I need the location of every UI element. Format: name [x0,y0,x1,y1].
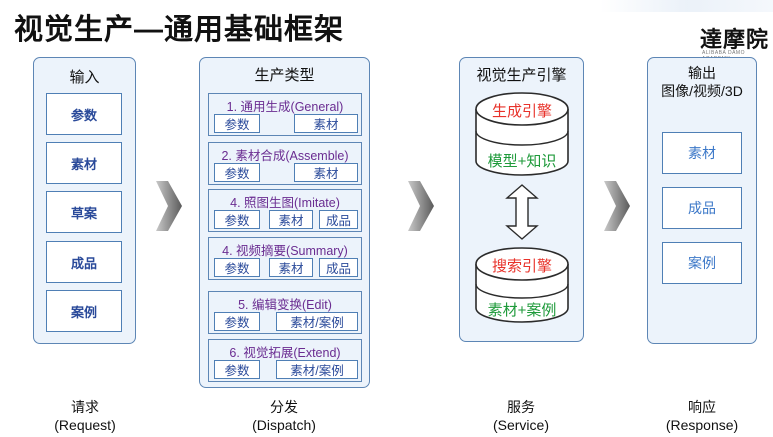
chip-material-case: 素材/案例 [276,312,358,331]
input-column: 输入 参数 素材 草案 成品 案例 [33,57,136,344]
group-label: 2. 素材合成(Assemble) [221,149,349,163]
bidirectional-arrow [505,184,539,240]
production-type-imitate: 4. 照图生图(Imitate) 参数 素材 成品 [208,189,362,232]
chip-params: 参数 [214,163,260,182]
material-case-label: 素材+案例 [487,302,557,319]
input-item-case: 案例 [46,290,122,332]
dispatch-footer: 分发 (Dispatch) [234,398,334,434]
group-label: 5. 编辑变换(Edit) [238,298,332,312]
output-item-case: 案例 [662,242,742,284]
chip-material: 素材 [294,114,358,133]
search-engine-label: 搜索引擎 [491,258,552,275]
input-item-params: 参数 [46,93,122,135]
production-type-edit: 5. 编辑变换(Edit) 参数 素材/案例 [208,291,362,334]
header-decoration [600,0,773,12]
generation-engine-label: 生成引擎 [491,103,552,120]
chip-params: 参数 [214,360,260,379]
response-footer: 响应 (Response) [650,398,754,434]
service-label-en: (Service) [492,417,549,433]
production-type-summary: 4. 视频摘要(Summary) 参数 素材 成品 [208,237,362,280]
dispatch-column: 生产类型 1. 通用生成(General) 参数 素材 2. 素材合成(Asse… [199,57,370,388]
input-column-title: 输入 [69,69,100,86]
input-item-product: 成品 [46,241,122,283]
damo-logo: 達摩院 [700,27,770,53]
chip-material: 素材 [269,258,313,277]
response-label: 响应 [688,399,716,415]
request-footer: 请求 (Request) [35,398,135,434]
output-item-product: 成品 [662,187,742,229]
model-knowledge-label: 模型+知识 [487,153,557,170]
search-engine-cylinder [475,247,569,323]
flow-arrow-1 [156,181,182,231]
service-footer: 服务 (Service) [471,398,571,434]
chip-params: 参数 [214,312,260,331]
output-column-title: 输出 [688,65,716,81]
output-column: 输出 图像/视频/3D 素材 成品 案例 [647,57,757,344]
dispatch-label: 分发 [270,399,298,415]
generation-engine-cylinder [475,92,569,176]
response-label-en: (Response) [665,417,739,433]
chip-product: 成品 [319,210,358,229]
dispatch-label-en: (Dispatch) [252,417,316,433]
flow-arrow-2 [408,181,434,231]
group-label: 4. 照图生图(Imitate) [230,196,340,210]
input-item-material: 素材 [46,142,122,184]
page-title: 视觉生产—通用基础框架 [14,14,345,46]
service-column-title: 视觉生产引擎 [476,67,567,84]
request-label-en: (Request) [54,417,116,433]
chip-params: 参数 [214,114,260,133]
production-type-extend: 6. 视觉拓展(Extend) 参数 素材/案例 [208,339,362,382]
output-item-material: 素材 [662,132,742,174]
flow-arrow-3 [604,181,630,231]
service-label: 服务 [507,399,535,415]
chip-material: 素材 [294,163,358,182]
group-label: 1. 通用生成(General) [226,100,344,114]
request-label: 请求 [71,399,99,415]
chip-product: 成品 [319,258,358,277]
production-type-general: 1. 通用生成(General) 参数 素材 [208,93,362,136]
dispatch-column-title: 生产类型 [254,67,315,84]
chip-material-case: 素材/案例 [276,360,358,379]
output-column-subtitle: 图像/视频/3D [661,83,743,99]
group-label: 6. 视觉拓展(Extend) [229,346,341,360]
input-item-draft: 草案 [46,191,122,233]
group-label: 4. 视频摘要(Summary) [222,244,348,258]
chip-params: 参数 [214,258,260,277]
chip-material: 素材 [269,210,313,229]
chip-params: 参数 [214,210,260,229]
production-type-assemble: 2. 素材合成(Assemble) 参数 素材 [208,142,362,185]
